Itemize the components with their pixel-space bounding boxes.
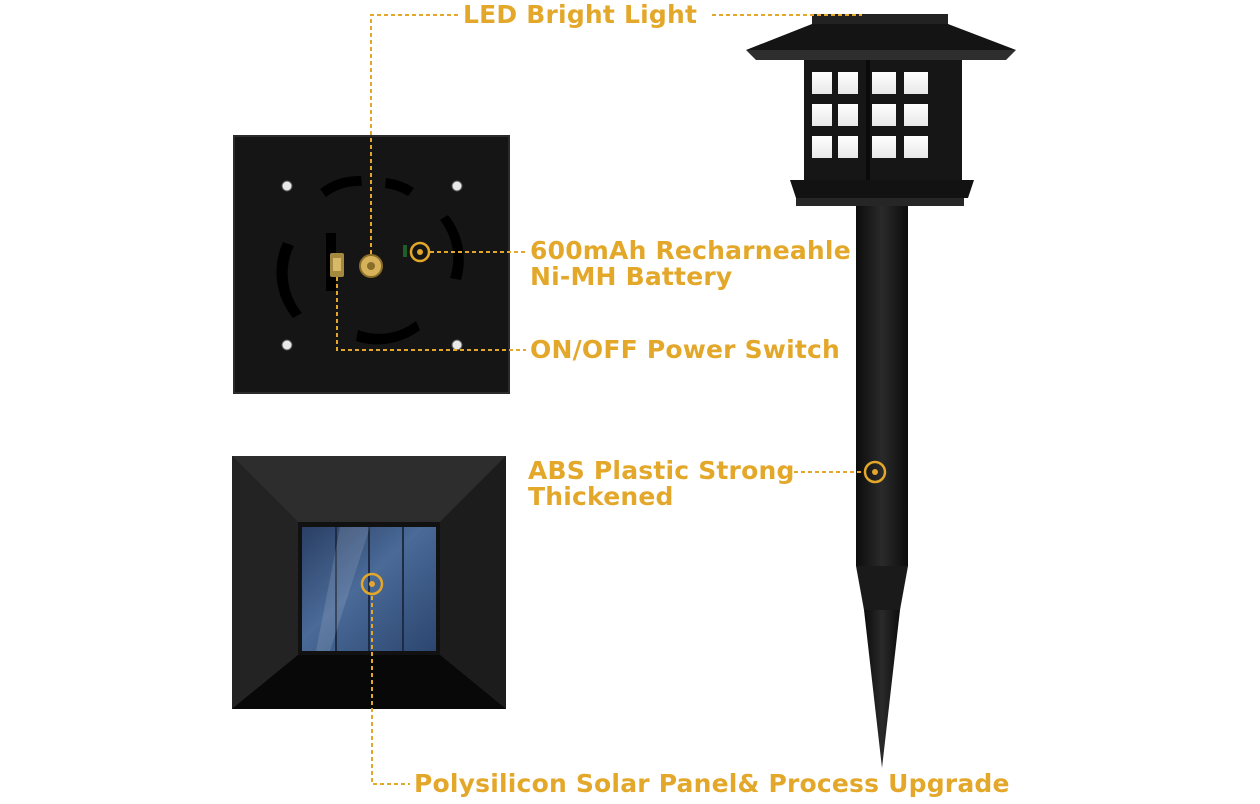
switch-callout-label: ON/OFF Power Switch	[530, 335, 841, 364]
battery-callout-line2: Ni-MH Battery	[530, 262, 733, 291]
led-leader	[370, 14, 460, 254]
battery-callout-label: 600mAh Recharneahle Ni-MH Battery	[530, 238, 851, 290]
switch-leader	[336, 277, 526, 351]
abs-callout-label: ABS Plastic Strong Thickened	[528, 458, 795, 510]
led-callout-label: LED Bright Light	[463, 0, 698, 29]
callout-markers	[360, 241, 887, 596]
solar-panel-top	[232, 456, 506, 709]
solar-callout-label: Polysilicon Solar Panel& Process Upgrade	[414, 769, 1010, 798]
callout-lines	[336, 14, 864, 785]
battery-marker-icon	[409, 241, 431, 263]
abs-marker-icon	[863, 460, 887, 484]
lantern-light	[746, 14, 1016, 768]
battery-callout-line1: 600mAh Recharneahle	[530, 236, 851, 265]
solar-marker-icon	[360, 572, 384, 596]
abs-callout-line2: Thickened	[528, 482, 674, 511]
abs-callout-line1: ABS Plastic Strong	[528, 456, 795, 485]
solar-leader	[371, 596, 410, 785]
